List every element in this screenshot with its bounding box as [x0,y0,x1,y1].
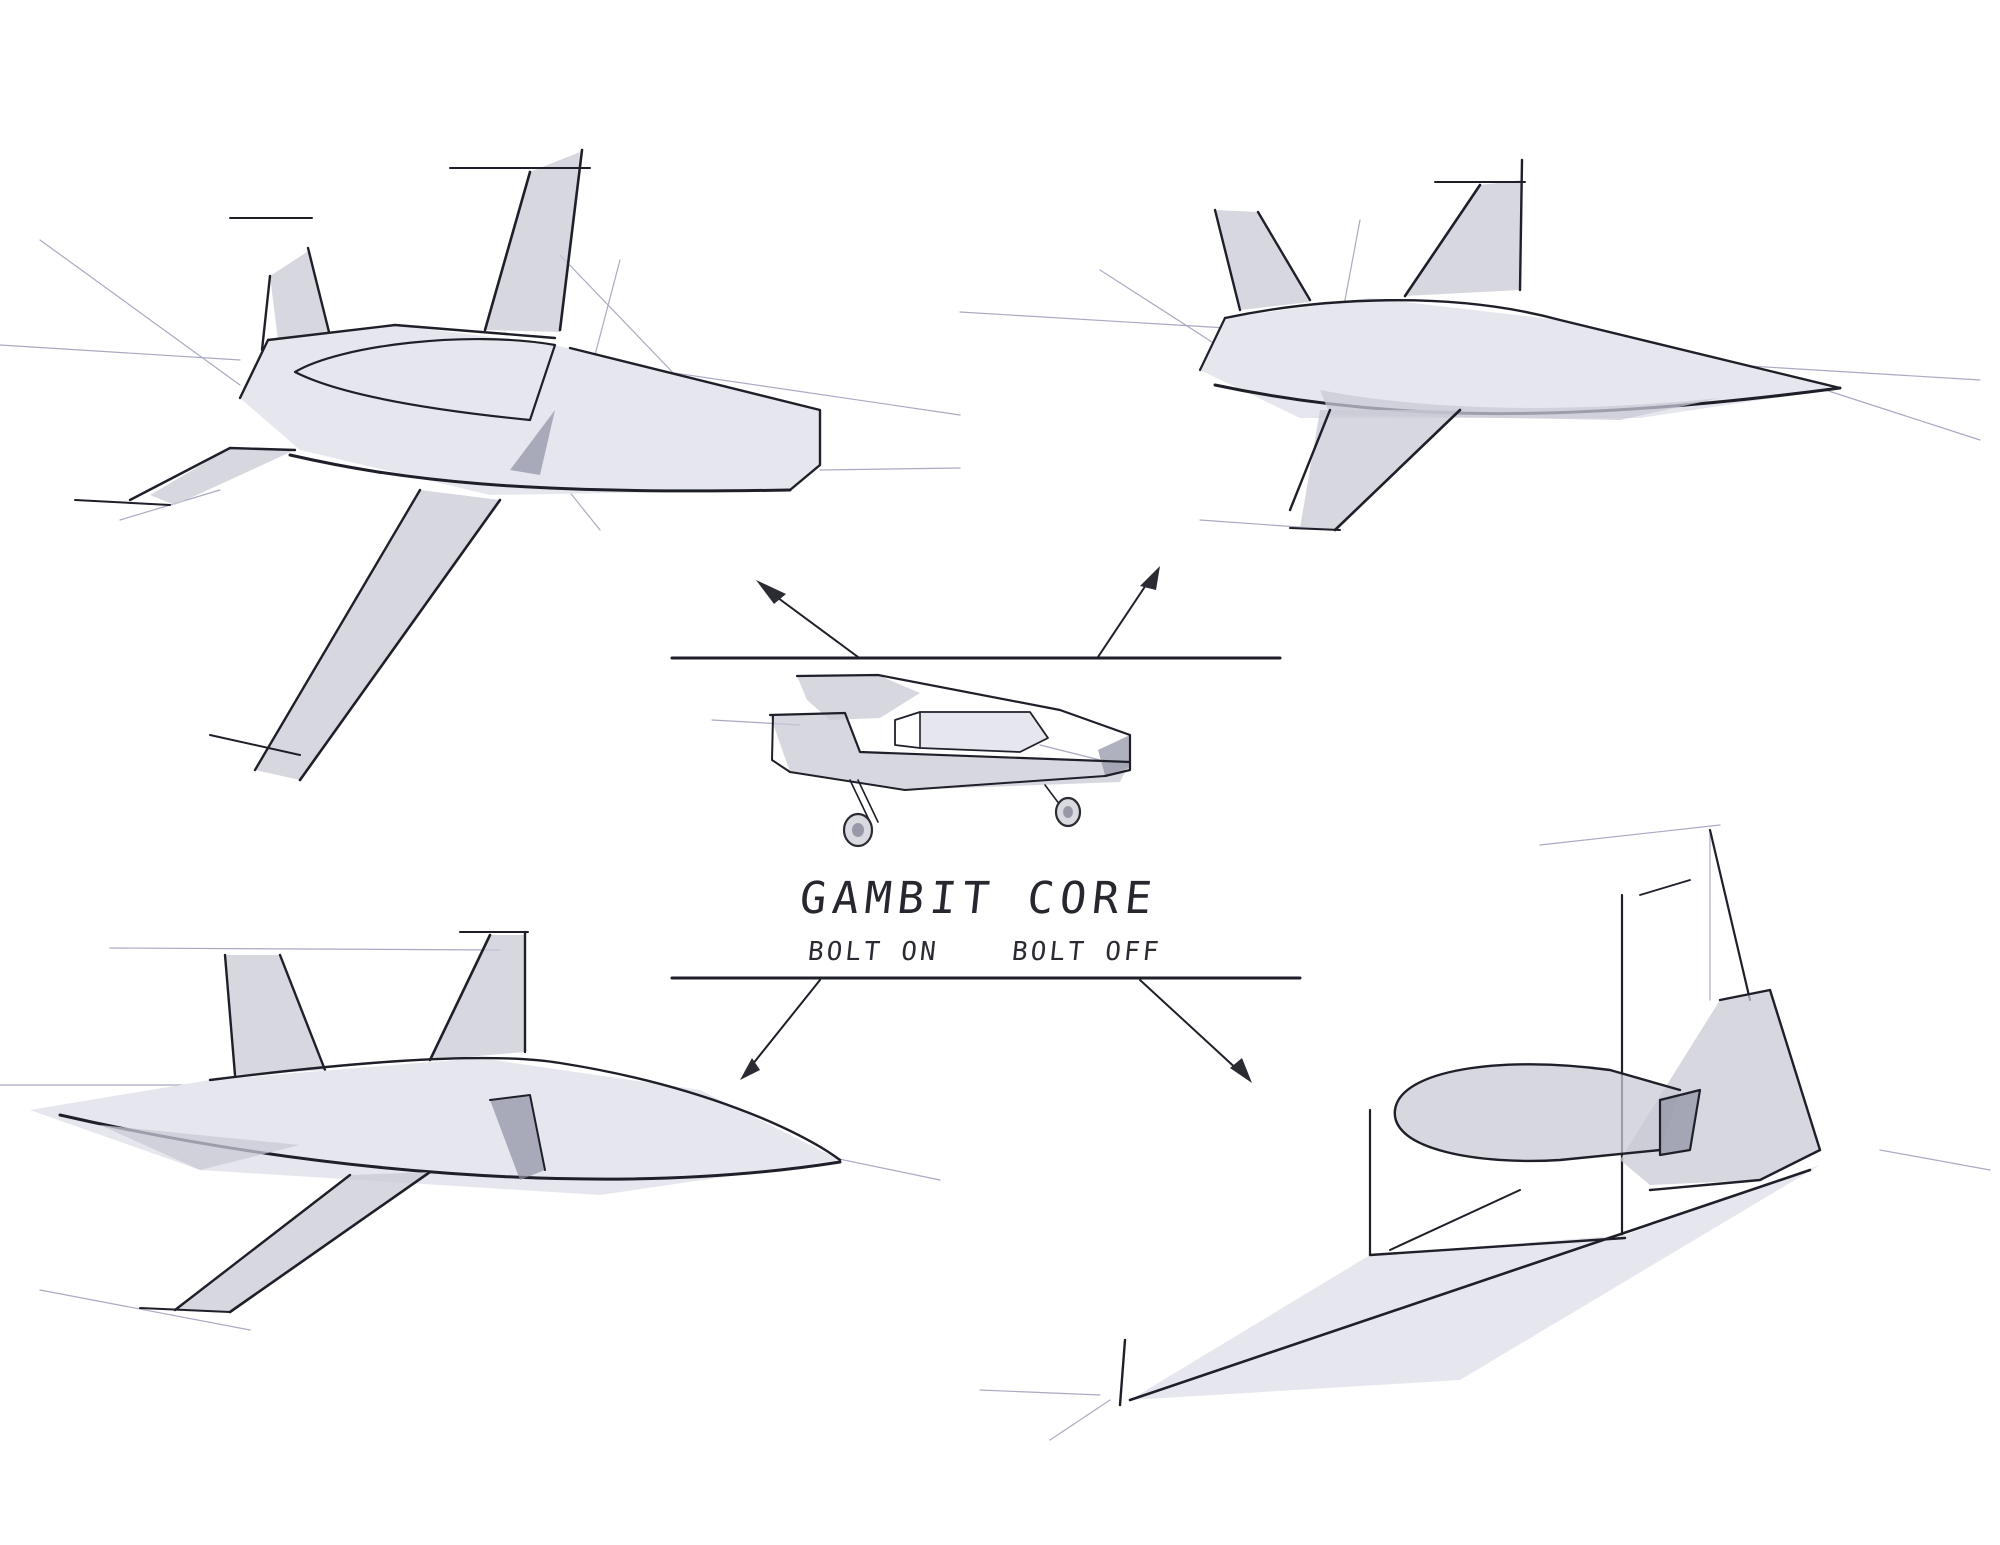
arrow-up-right-icon [1140,566,1160,590]
arrow-up-left-icon [756,580,786,604]
arrow-down-right-icon [1230,1058,1252,1083]
core-module [670,566,1302,1083]
aircraft-top-left [0,148,961,782]
aircraft-bottom-left [0,930,941,1331]
bolt-off-label: BOLT OFF [1010,937,1163,967]
aircraft-top-right [959,158,1981,532]
aircraft-bottom-right [979,824,1991,1441]
bolt-on-label: BOLT ON [806,937,941,967]
arrow-down-left-icon [740,1058,760,1080]
core-title: GAMBIT CORE [797,873,1161,924]
